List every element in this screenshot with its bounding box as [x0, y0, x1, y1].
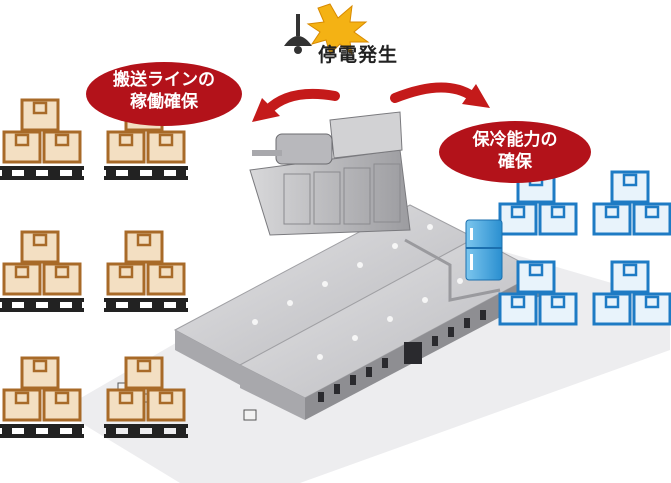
ceiling-lamp-icon: [284, 14, 312, 54]
refrigerator-icon: [465, 219, 503, 281]
left-storage: [0, 100, 188, 438]
cold-callout-line1: 保冷能力の: [472, 130, 558, 150]
generator-icon: [249, 111, 411, 236]
warehouse-icon: [173, 204, 542, 420]
cold-callout-bubble: [439, 121, 591, 183]
explosion-burst-icon: [306, 3, 370, 56]
arrow-left-icon: [252, 88, 340, 122]
power-pipe: [404, 238, 501, 302]
conveyor-callout-line2: 稼働確保: [130, 92, 198, 112]
cold-storage-callout: 保冷能力の 確保: [440, 122, 590, 182]
conveyor-callout-line1: 搬送ラインの: [113, 70, 215, 90]
cold-callout-line2: 確保: [498, 152, 532, 172]
conveyor-callout: 搬送ラインの 稼働確保: [88, 64, 240, 124]
power-outage-label: 停電発生: [318, 44, 399, 66]
conveyor-callout-bubble: [86, 62, 242, 126]
arrow-right-icon: [390, 82, 490, 108]
